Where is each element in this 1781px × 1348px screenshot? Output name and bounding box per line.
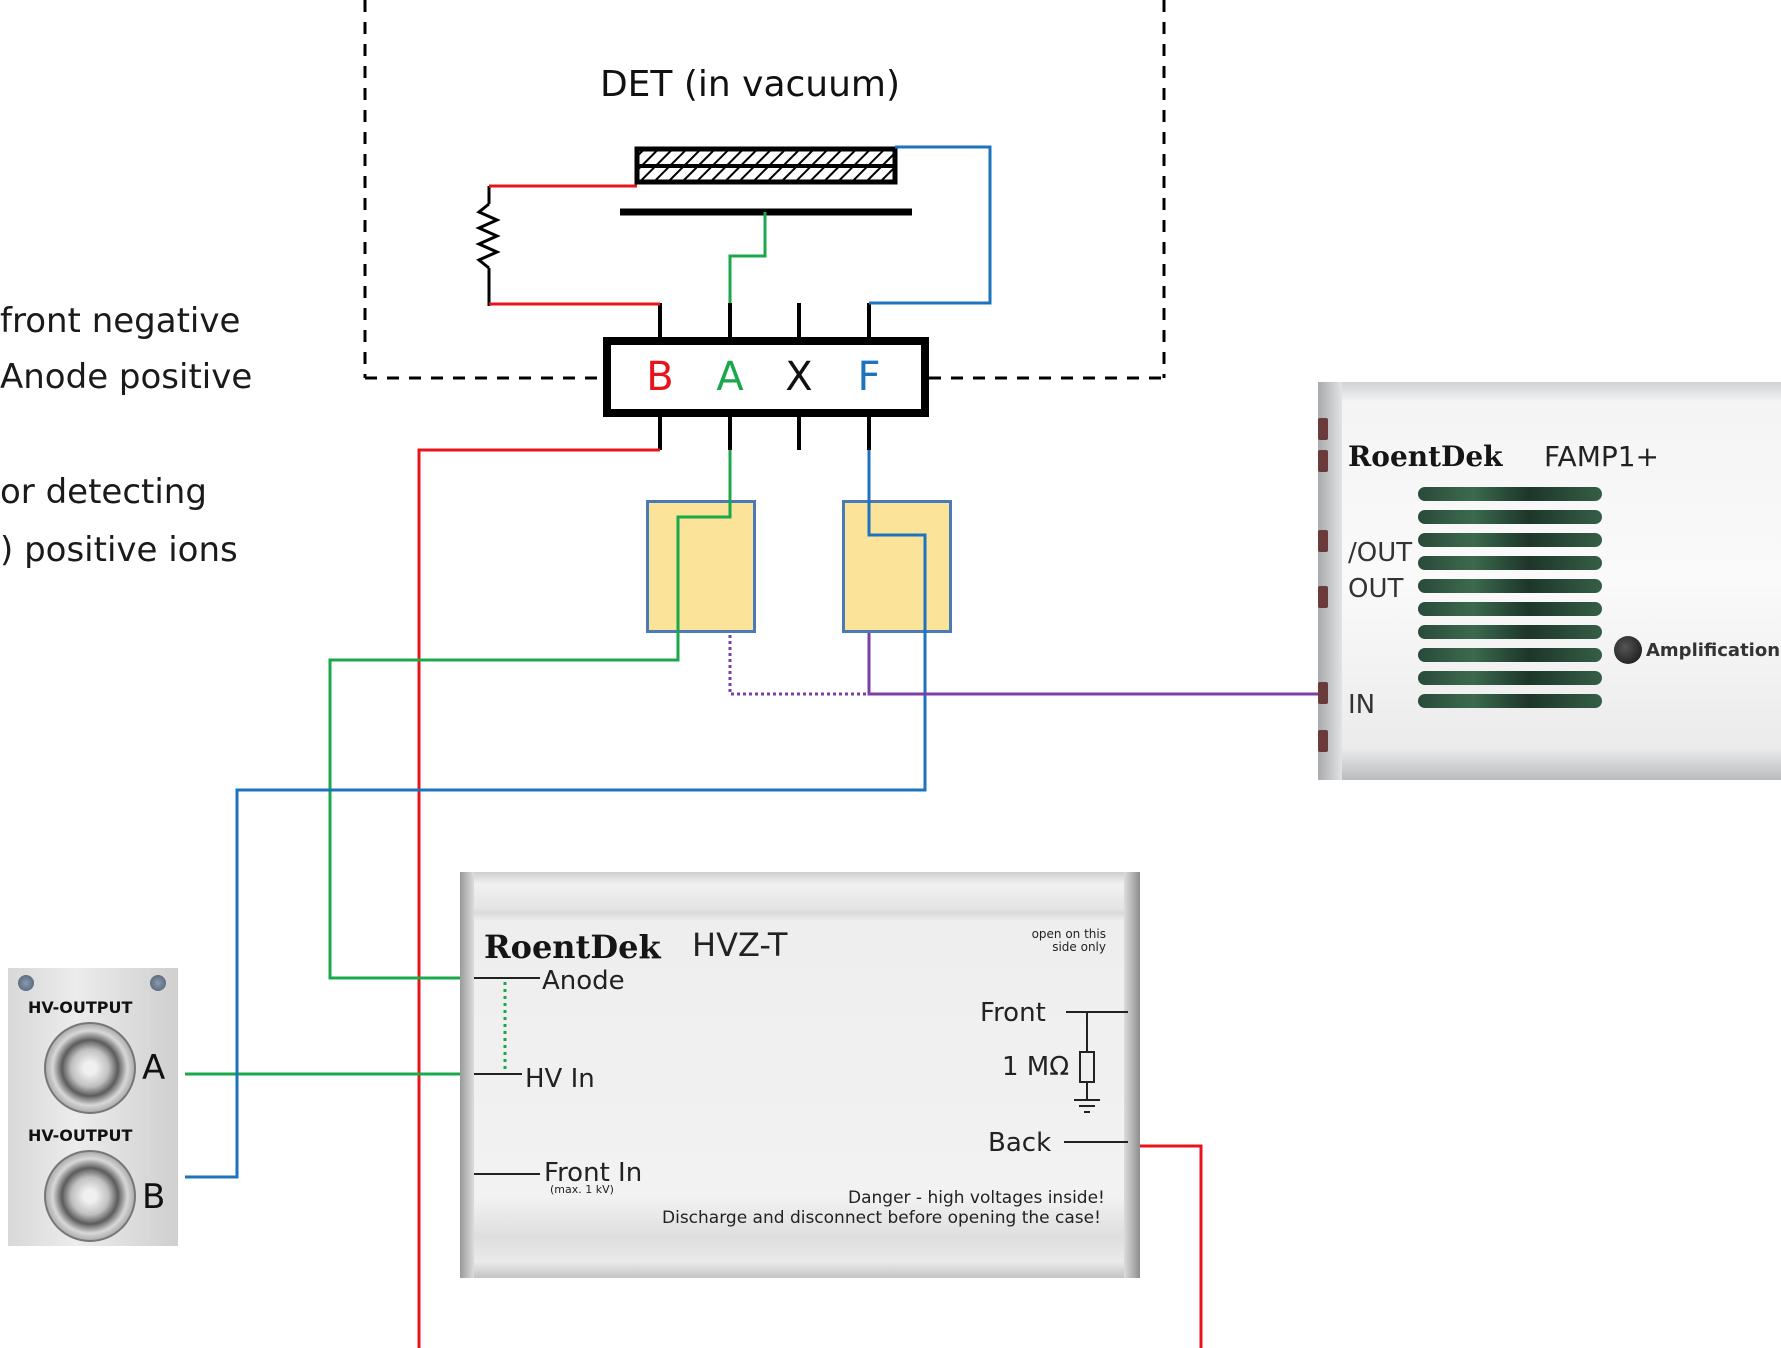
hvz-t-box: [460, 872, 1140, 1278]
pin-label-a: A: [716, 354, 744, 400]
bnc-connector-b-icon[interactable]: [44, 1150, 136, 1242]
open-note-line-1: open on this: [1031, 927, 1106, 941]
famp-in-label: IN: [1348, 690, 1376, 720]
famp-jack-icon: [1318, 730, 1328, 752]
vent-slot: [1418, 648, 1602, 662]
resistor-symbol: [475, 186, 501, 306]
note-line-3: or detecting: [0, 472, 207, 512]
famp-brand-logo: RoentDek: [1348, 440, 1503, 473]
hv-port-a-label: A: [142, 1048, 166, 1088]
vent-slot: [1418, 510, 1602, 524]
hvz-internal-circuit: [474, 977, 1128, 1175]
front-decoupling-capacitor: [842, 500, 952, 633]
hv-port-b-label: B: [142, 1177, 166, 1217]
famp-jack-icon: [1318, 450, 1328, 472]
hvz-edge-left: [460, 872, 474, 1278]
hv-output-label-a: HV-OUTPUT: [28, 998, 133, 1017]
famp-jack-icon: [1318, 530, 1328, 552]
hvz-warning-line-2: Discharge and disconnect before opening …: [662, 1208, 1101, 1228]
famp-jack-icon: [1318, 418, 1328, 440]
vent-slot: [1418, 579, 1602, 593]
amplification-knob-icon[interactable]: [1614, 636, 1642, 664]
pin-label-b: B: [646, 354, 674, 400]
screw-icon: [18, 975, 34, 991]
famp-jack-icon: [1318, 586, 1328, 608]
hvz-brand-logo: RoentDek: [484, 928, 661, 966]
famp-out-label: OUT: [1348, 574, 1404, 604]
hv-output-label-b: HV-OUTPUT: [28, 1126, 133, 1145]
connector-pins: [658, 303, 871, 450]
screw-icon: [150, 975, 166, 991]
hvz-anode-label: Anode: [542, 966, 625, 996]
back-wire: [417, 184, 1203, 1348]
note-line-1: front negative: [0, 301, 241, 341]
vent-slot: [1418, 556, 1602, 570]
anode-decoupling-capacitor: [646, 500, 756, 633]
hvz-front-in-label: Front In: [544, 1158, 643, 1188]
hvz-model-label: HVZ-T: [692, 926, 788, 964]
note-line-4: ) positive ions: [0, 530, 238, 570]
bnc-connector-a-icon[interactable]: [44, 1022, 136, 1114]
vent-slot: [1418, 625, 1602, 639]
note-line-2: Anode positive: [0, 357, 253, 397]
amplification-label: Amplification: [1646, 640, 1781, 661]
famp-model-label: FAMP1+: [1544, 440, 1660, 473]
vent-slot: [1418, 694, 1602, 708]
pin-label-f: F: [857, 354, 881, 400]
feedthrough-connector: [603, 337, 929, 417]
hvz-front-label: Front: [980, 998, 1046, 1028]
hvz-edge-right: [1124, 872, 1140, 1278]
open-note-line-2: side only: [1052, 940, 1106, 955]
vent-slot: [1418, 602, 1602, 616]
vacuum-boundary: [363, 0, 1166, 380]
hvz-hv-in-label: HV In: [525, 1064, 595, 1094]
hvz-resistor-label: 1 MΩ: [1002, 1052, 1070, 1082]
pin-label-x: X: [785, 354, 813, 400]
hvz-front-in-note: (max. 1 kV): [550, 1183, 614, 1196]
famp-out-inverted-label: /OUT: [1348, 538, 1413, 568]
hvz-open-note: open on this side only: [1020, 927, 1106, 955]
hvz-back-label: Back: [988, 1128, 1052, 1158]
vent-slot: [1418, 487, 1602, 501]
detector-title: DET (in vacuum): [599, 64, 901, 105]
vent-slot: [1418, 533, 1602, 547]
famp-edge-left: [1318, 382, 1342, 780]
vent-slot: [1418, 671, 1602, 685]
famp-jack-icon: [1318, 682, 1328, 704]
hvz-warning-line-1: Danger - high voltages inside!: [848, 1188, 1105, 1208]
